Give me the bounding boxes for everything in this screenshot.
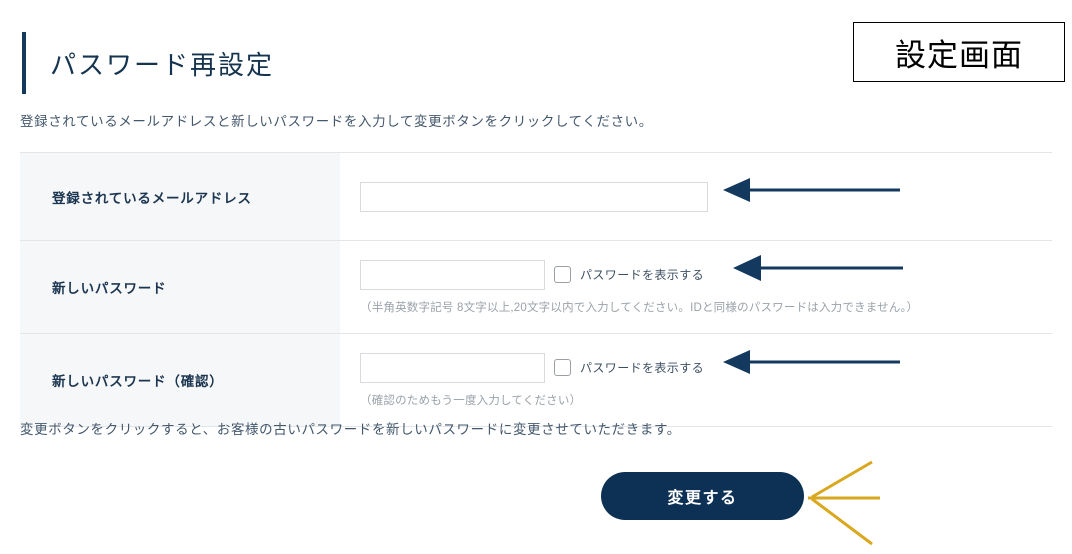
email-input[interactable] — [360, 181, 708, 212]
field-label-confirm-password: 新しいパスワード（確認） — [20, 333, 340, 427]
annotation-arrow-submit-icon — [808, 460, 880, 546]
page-title-text: パスワード再設定 — [50, 49, 275, 80]
show-confirm-password-checkbox[interactable] — [554, 359, 571, 376]
annotation-screen-tag-label: 設定画面 — [895, 37, 1023, 74]
show-confirm-password-checkbox-label[interactable]: パスワードを表示する — [580, 361, 705, 375]
annotation-screen-tag: 設定画面 — [853, 22, 1065, 82]
new-password-hint: （半角英数字記号 8文字以上,20文字以内で入力してください。IDと同様のパスワ… — [360, 301, 919, 314]
field-label-email: 登録されているメールアドレス — [20, 152, 340, 241]
table-row: 新しいパスワード（確認） パスワードを表示する （確認のためもう一度入力してくだ… — [20, 333, 1052, 427]
show-password-checkbox-label[interactable]: パスワードを表示する — [580, 268, 705, 282]
field-cell-email — [340, 152, 1052, 241]
confirm-password-hint: （確認のためもう一度入力してください） — [360, 394, 582, 407]
confirm-password-input[interactable] — [360, 352, 545, 383]
field-cell-confirm-password: パスワードを表示する （確認のためもう一度入力してください） — [340, 333, 1052, 427]
field-cell-new-password: パスワードを表示する （半角英数字記号 8文字以上,20文字以内で入力してくださ… — [340, 240, 1052, 334]
lead-description: 登録されているメールアドレスと新しいパスワードを入力して変更ボタンをクリックして… — [20, 114, 653, 129]
field-label-new-password: 新しいパスワード — [20, 240, 340, 334]
show-password-checkbox[interactable] — [554, 266, 571, 283]
new-password-input[interactable] — [360, 259, 545, 290]
submit-button[interactable]: 変更する — [601, 472, 804, 520]
table-row: 新しいパスワード パスワードを表示する （半角英数字記号 8文字以上,20文字以… — [20, 240, 1052, 334]
new-password-control-row: パスワードを表示する — [360, 259, 1052, 290]
table-row: 登録されているメールアドレス — [20, 152, 1052, 241]
confirm-password-control-row: パスワードを表示する — [360, 352, 1052, 383]
title-accent-bar — [22, 32, 26, 94]
submit-note: 変更ボタンをクリックすると、お客様の古いパスワードを新しいパスワードに変更させて… — [20, 422, 681, 437]
password-reset-form: 登録されているメールアドレス 新しいパスワード パスワードを表示する （半角英数… — [20, 152, 1052, 427]
page-title: パスワード再設定 — [22, 30, 274, 96]
